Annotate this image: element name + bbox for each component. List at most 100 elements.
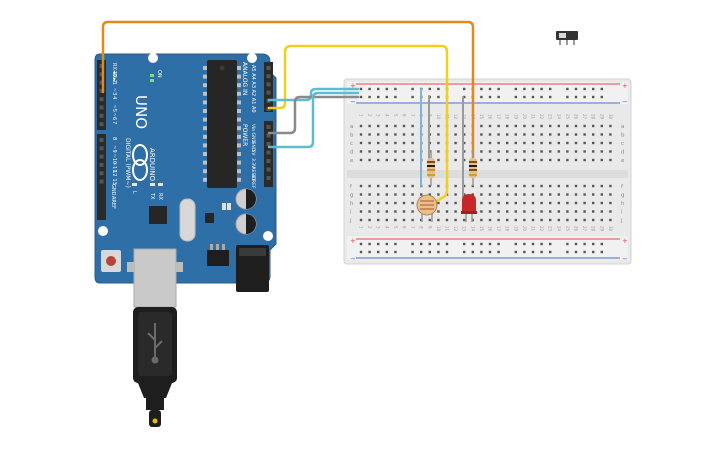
- breadboard-hole[interactable]: [497, 218, 500, 222]
- breadboard-hole[interactable]: [497, 124, 500, 128]
- breadboard-hole[interactable]: [609, 193, 612, 196]
- rail-hole[interactable]: [368, 95, 371, 99]
- rail-hole[interactable]: [359, 242, 363, 246]
- breadboard-hole[interactable]: [531, 218, 535, 222]
- breadboard-hole[interactable]: [463, 141, 466, 145]
- breadboard-hole[interactable]: [480, 218, 483, 222]
- breadboard-hole[interactable]: [523, 210, 526, 213]
- breadboard-hole[interactable]: [411, 210, 414, 213]
- breadboard-hole[interactable]: [506, 158, 509, 162]
- rail-hole[interactable]: [368, 242, 371, 246]
- breadboard-hole[interactable]: [394, 184, 397, 188]
- breadboard-hole[interactable]: [566, 210, 569, 213]
- breadboard-hole[interactable]: [411, 150, 414, 153]
- breadboard-hole[interactable]: [609, 201, 612, 205]
- breadboard-hole[interactable]: [402, 184, 406, 188]
- breadboard-hole[interactable]: [497, 210, 500, 213]
- usb-cable[interactable]: [133, 307, 177, 427]
- breadboard-hole[interactable]: [540, 201, 543, 205]
- breadboard-hole[interactable]: [377, 133, 380, 136]
- breadboard-hole[interactable]: [402, 218, 406, 222]
- breadboard-hole[interactable]: [394, 150, 397, 153]
- breadboard-hole[interactable]: [523, 141, 526, 145]
- analog-pin[interactable]: [266, 82, 271, 87]
- breadboard-hole[interactable]: [368, 141, 371, 145]
- rail-hole[interactable]: [592, 95, 595, 99]
- rail-hole[interactable]: [531, 250, 535, 254]
- rail-hole[interactable]: [566, 95, 569, 99]
- breadboard-hole[interactable]: [557, 210, 560, 213]
- breadboard-hole[interactable]: [437, 201, 440, 205]
- breadboard-hole[interactable]: [514, 150, 517, 153]
- breadboard-hole[interactable]: [540, 218, 543, 222]
- breadboard-hole[interactable]: [402, 193, 406, 196]
- breadboard-hole[interactable]: [411, 218, 414, 222]
- rail-hole[interactable]: [540, 87, 543, 91]
- breadboard-hole[interactable]: [497, 141, 500, 145]
- breadboard-hole[interactable]: [368, 158, 371, 162]
- breadboard-hole[interactable]: [488, 133, 492, 136]
- breadboard-hole[interactable]: [609, 150, 612, 153]
- breadboard-hole[interactable]: [523, 124, 526, 128]
- breadboard-hole[interactable]: [411, 158, 414, 162]
- breadboard-hole[interactable]: [437, 218, 440, 222]
- rail-hole[interactable]: [497, 242, 500, 246]
- breadboard-hole[interactable]: [359, 124, 363, 128]
- breadboard-hole[interactable]: [540, 141, 543, 145]
- rail-hole[interactable]: [566, 87, 569, 91]
- breadboard-hole[interactable]: [480, 133, 483, 136]
- breadboard-hole[interactable]: [359, 210, 363, 213]
- breadboard-hole[interactable]: [592, 201, 595, 205]
- breadboard-hole[interactable]: [411, 133, 414, 136]
- breadboard-hole[interactable]: [566, 201, 569, 205]
- rail-hole[interactable]: [574, 242, 578, 246]
- rail-hole[interactable]: [549, 242, 552, 246]
- rail-hole[interactable]: [549, 250, 552, 254]
- rail-hole[interactable]: [523, 95, 526, 99]
- breadboard-hole[interactable]: [557, 124, 560, 128]
- rail-hole[interactable]: [488, 250, 492, 254]
- breadboard-hole[interactable]: [609, 158, 612, 162]
- breadboard-hole[interactable]: [557, 193, 560, 196]
- rail-hole[interactable]: [574, 87, 578, 91]
- breadboard-hole[interactable]: [420, 218, 423, 222]
- breadboard-hole[interactable]: [557, 218, 560, 222]
- breadboard-hole[interactable]: [445, 201, 449, 205]
- breadboard-hole[interactable]: [514, 193, 517, 196]
- rail-hole[interactable]: [445, 242, 449, 246]
- breadboard-hole[interactable]: [454, 193, 457, 196]
- breadboard-hole[interactable]: [454, 124, 457, 128]
- breadboard-hole[interactable]: [609, 218, 612, 222]
- photoresistor[interactable]: [416, 194, 438, 222]
- breadboard-hole[interactable]: [394, 218, 397, 222]
- breadboard-hole[interactable]: [609, 210, 612, 213]
- rail-hole[interactable]: [583, 87, 586, 91]
- breadboard-hole[interactable]: [592, 124, 595, 128]
- breadboard-hole[interactable]: [549, 193, 552, 196]
- breadboard-hole[interactable]: [592, 158, 595, 162]
- breadboard-hole[interactable]: [566, 133, 569, 136]
- breadboard-hole[interactable]: [480, 158, 483, 162]
- rail-hole[interactable]: [428, 250, 431, 254]
- breadboard-hole[interactable]: [592, 218, 595, 222]
- rail-hole[interactable]: [385, 87, 388, 91]
- breadboard-hole[interactable]: [394, 201, 397, 205]
- breadboard-hole[interactable]: [471, 218, 474, 222]
- breadboard-hole[interactable]: [549, 124, 552, 128]
- breadboard-hole[interactable]: [531, 158, 535, 162]
- breadboard-hole[interactable]: [368, 193, 371, 196]
- rail-hole[interactable]: [359, 87, 363, 91]
- breadboard-hole[interactable]: [488, 210, 492, 213]
- breadboard-hole[interactable]: [394, 158, 397, 162]
- breadboard-hole[interactable]: [600, 201, 603, 205]
- breadboard-hole[interactable]: [514, 201, 517, 205]
- rail-hole[interactable]: [394, 95, 397, 99]
- breadboard-hole[interactable]: [377, 184, 380, 188]
- breadboard-hole[interactable]: [411, 124, 414, 128]
- rail-hole[interactable]: [385, 95, 388, 99]
- rail-hole[interactable]: [600, 250, 603, 254]
- breadboard-hole[interactable]: [437, 210, 440, 213]
- breadboard-hole[interactable]: [540, 133, 543, 136]
- rail-hole[interactable]: [420, 250, 423, 254]
